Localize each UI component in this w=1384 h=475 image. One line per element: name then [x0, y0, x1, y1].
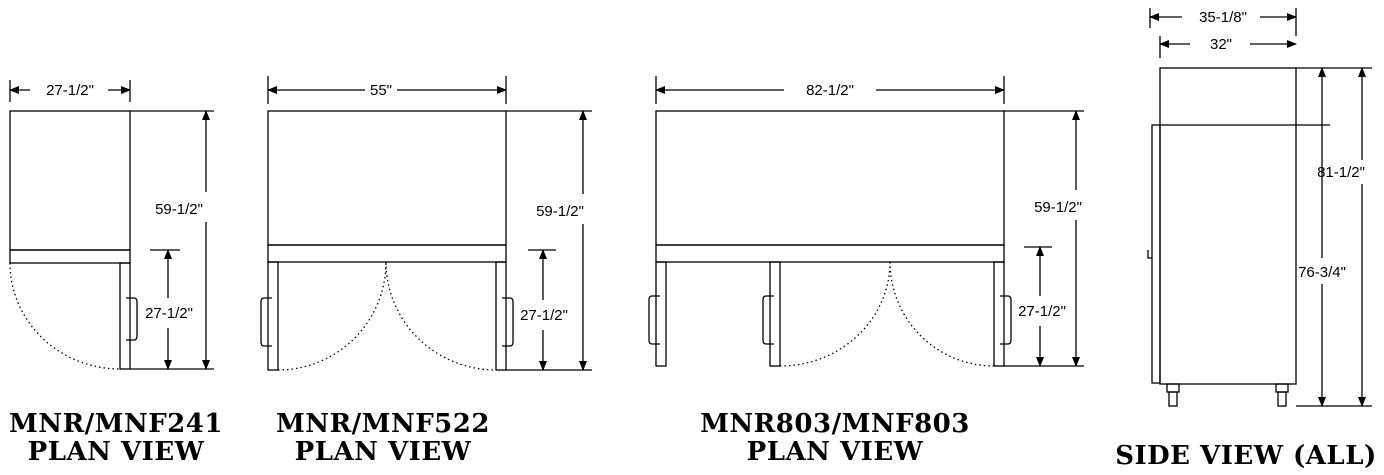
door-dimension-label: 27-1/2" [1018, 303, 1066, 320]
plan-view-522 [260, 76, 592, 371]
model-name: MNR/MNF241 [9, 409, 223, 439]
depth-dimension-label: 59-1/2" [155, 201, 203, 218]
caption-522: MNR/MNF522 PLAN VIEW [258, 410, 508, 466]
overall-depth-label: 35-1/8" [1199, 9, 1247, 26]
door-swing-arc [889, 261, 995, 367]
door-profile [1151, 124, 1161, 384]
model-name: MNR/MNF522 [276, 409, 490, 439]
cabinet-depth-label: 32" [1210, 36, 1232, 53]
width-dimension-label: 55" [370, 82, 392, 99]
door-swing-arc [779, 261, 891, 367]
door-dimension-label: 27-1/2" [520, 307, 568, 324]
door-handle [1147, 250, 1152, 259]
open-door-right [495, 261, 507, 371]
door-handle [126, 297, 138, 341]
view-name: PLAN VIEW [746, 437, 924, 467]
open-door-right [993, 261, 1005, 367]
caster-mount [1166, 383, 1180, 393]
door-frame [655, 244, 1005, 263]
door-handle [1000, 295, 1012, 345]
caption-241: MNR/MNF241 PLAN VIEW [0, 410, 232, 466]
side-view-drawing [1147, 8, 1372, 407]
cabinet-body [655, 110, 1005, 246]
depth-dimension-label: 59-1/2" [536, 203, 584, 220]
open-door [119, 262, 131, 370]
view-name: PLAN VIEW [27, 437, 205, 467]
cabinet-body [267, 110, 507, 246]
model-name: MNR803/MNF803 [700, 409, 970, 439]
width-dimension-label: 27-1/2" [46, 82, 94, 99]
caster-mount [1275, 383, 1289, 393]
door-swing-arc [9, 262, 121, 370]
door-swing-arc [277, 261, 387, 371]
open-door-left [655, 261, 667, 367]
door-frame [267, 244, 507, 263]
cabinet-side [1159, 67, 1297, 385]
caption-side-view: SIDE VIEW (ALL) [1110, 442, 1382, 470]
caster-wheel [1277, 391, 1287, 407]
view-name: PLAN VIEW [294, 437, 472, 467]
door-frame [9, 249, 131, 264]
width-dimension-label: 82-1/2" [806, 82, 854, 99]
door-handle [502, 297, 514, 347]
cabinet-body [9, 110, 131, 251]
door-swing-arc [385, 261, 497, 371]
depth-dimension-label: 59-1/2" [1034, 199, 1082, 216]
open-door-left [267, 261, 279, 371]
view-name: SIDE VIEW (ALL) [1115, 441, 1377, 471]
door-handle [260, 297, 272, 347]
caster-wheel [1168, 391, 1178, 407]
plan-view-241 [9, 80, 214, 370]
door-handle [648, 295, 660, 345]
overall-height-label: 81-1/2" [1317, 164, 1365, 181]
open-door-middle [769, 261, 781, 367]
plan-view-803 [648, 76, 1084, 367]
door-dimension-label: 27-1/2" [145, 305, 193, 322]
door-handle [762, 295, 774, 345]
caption-803: MNR803/MNF803 PLAN VIEW [690, 410, 980, 466]
door-height-label: 76-3/4" [1298, 264, 1346, 281]
